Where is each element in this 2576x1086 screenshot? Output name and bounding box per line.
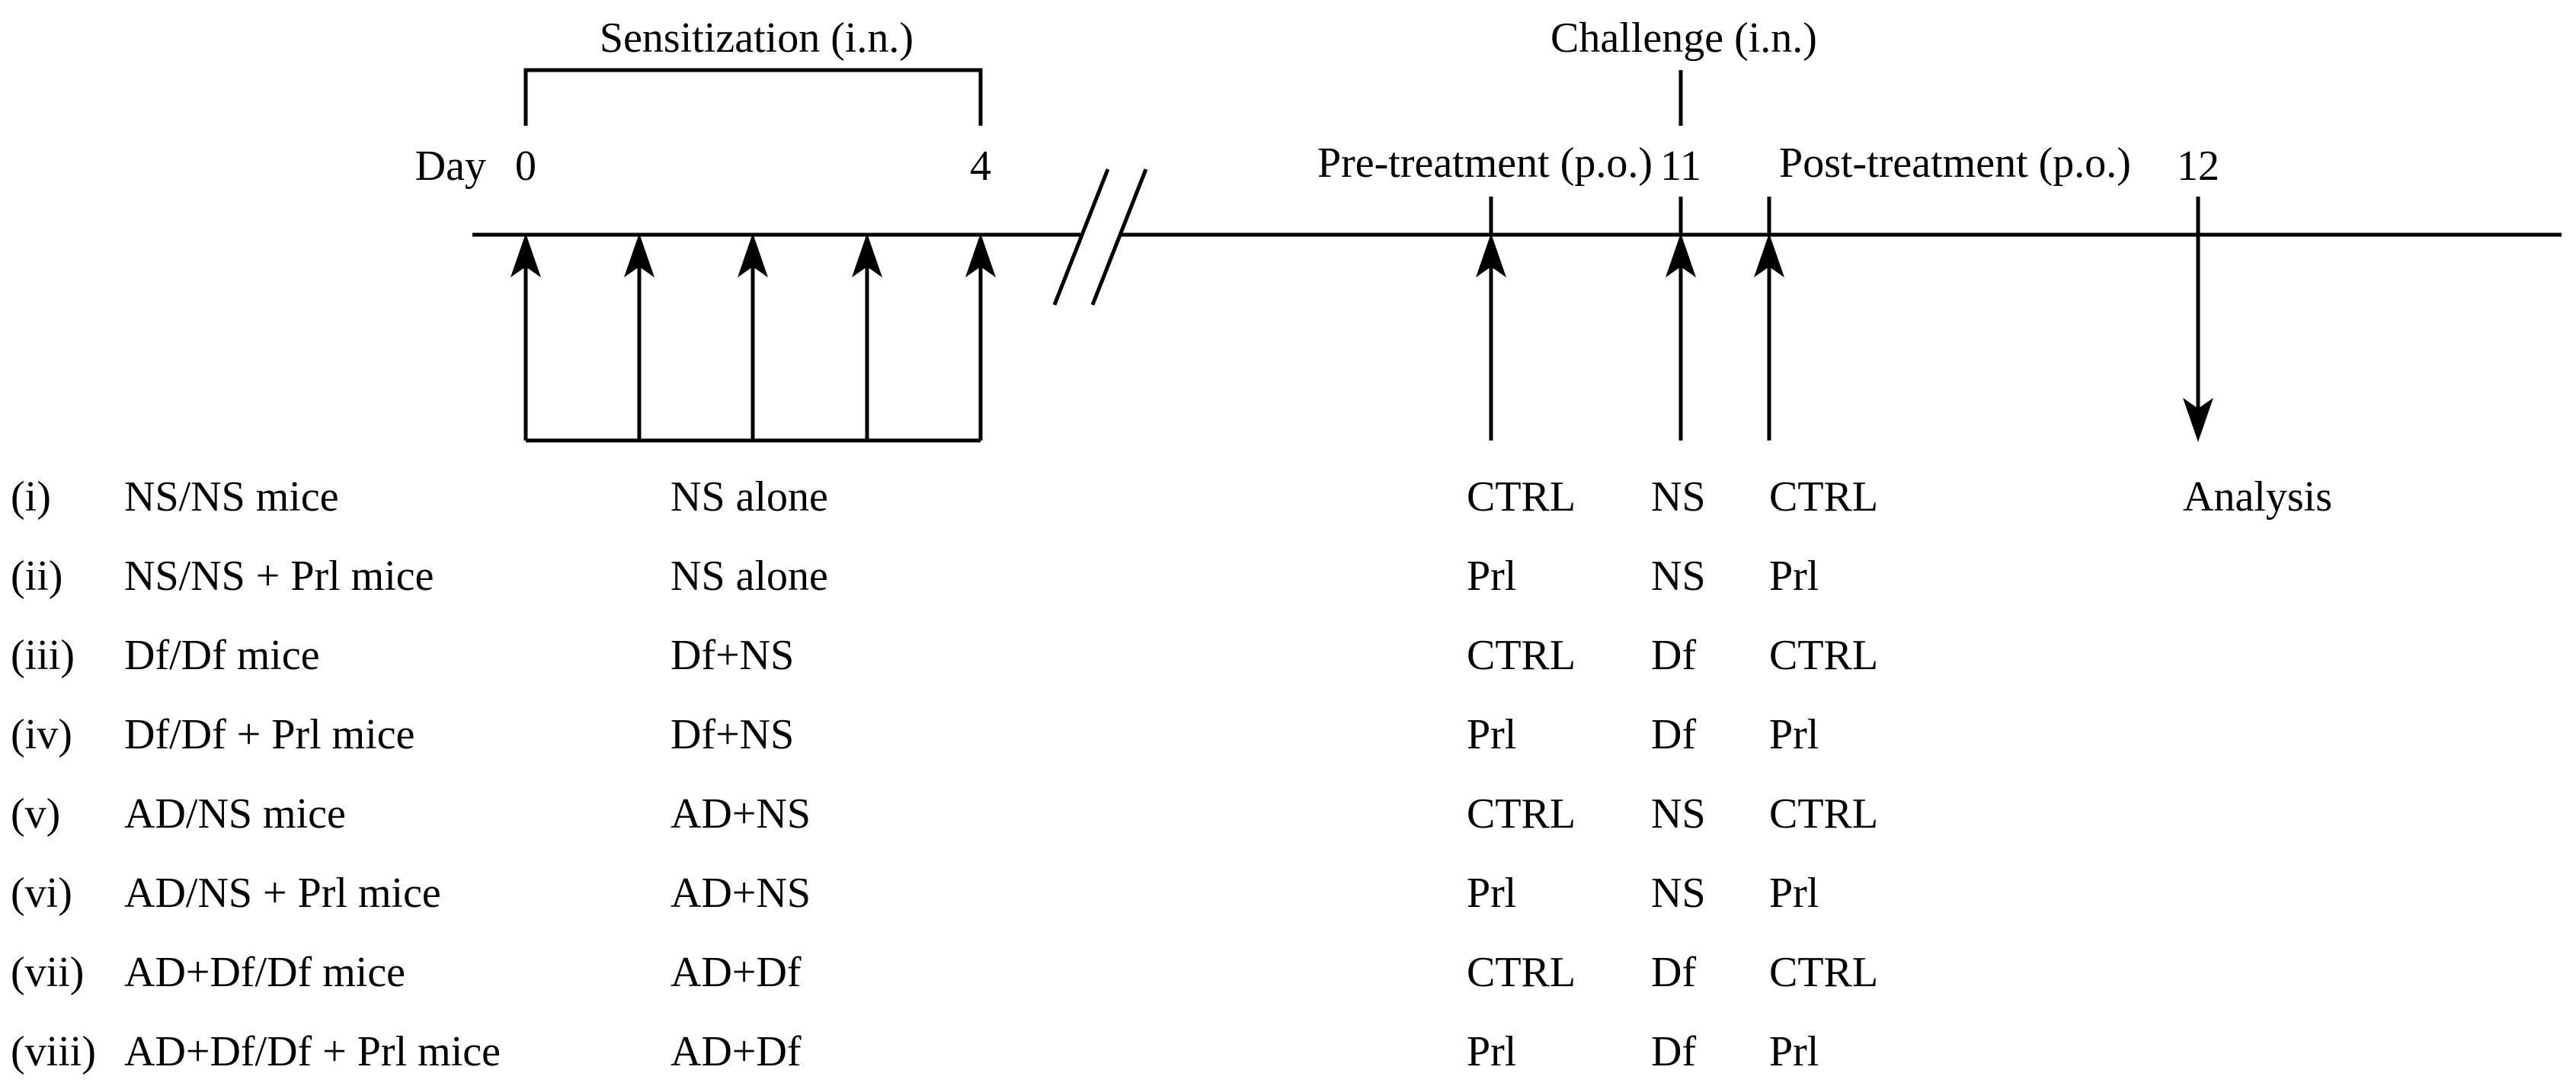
group-id: (i) (11, 473, 51, 521)
day-12-label: 12 (2177, 143, 2219, 190)
sensitization-arrow (965, 233, 996, 440)
axis-break-mark (1052, 168, 1110, 306)
challenge-label: Challenge (i.n.) (1550, 14, 1817, 62)
group-sensitization: Df+NS (670, 632, 794, 679)
group-id: (iii) (11, 632, 75, 679)
group-posttreatment: CTRL (1769, 949, 1878, 996)
pretreatment-arrow (1476, 197, 1506, 440)
group-name: AD/NS + Prl mice (124, 870, 441, 917)
sensitization-arrow (852, 233, 882, 440)
group-pretreatment: Prl (1467, 711, 1516, 758)
group-pretreatment: CTRL (1467, 949, 1576, 996)
group-posttreatment: Prl (1769, 870, 1819, 917)
group-posttreatment: Prl (1769, 1028, 1819, 1075)
group-id: (ii) (11, 553, 62, 600)
sensitization-label: Sensitization (i.n.) (600, 14, 914, 62)
group-challenge: NS (1651, 473, 1706, 521)
group-id: (vi) (11, 870, 72, 917)
group-name: NS/NS + Prl mice (124, 553, 434, 600)
day-0-label: 0 (515, 143, 536, 190)
group-challenge: NS (1651, 553, 1706, 600)
group-sensitization: NS alone (670, 553, 828, 600)
group-row: (ii) NS/NS + Prl mice NS alone Prl NS Pr… (11, 553, 1819, 600)
group-name: AD+Df/Df + Prl mice (124, 1028, 501, 1075)
group-name: AD/NS mice (124, 790, 346, 838)
analysis-label: Analysis (2183, 473, 2332, 521)
group-posttreatment: CTRL (1769, 790, 1878, 838)
group-sensitization: AD+Df (670, 949, 802, 996)
axis-break-mark (1090, 168, 1148, 306)
group-row: (v) AD/NS mice AD+NS CTRL NS CTRL (11, 790, 1878, 838)
challenge-arrow (1666, 197, 1696, 440)
group-sensitization: NS alone (670, 473, 828, 521)
group-row: (vi) AD/NS + Prl mice AD+NS Prl NS Prl (11, 870, 1819, 917)
group-challenge: NS (1651, 870, 1706, 917)
group-name: Df/Df + Prl mice (124, 711, 415, 758)
analysis-arrow (2183, 197, 2213, 442)
group-sensitization: AD+Df (670, 1028, 802, 1075)
group-pretreatment: CTRL (1467, 632, 1576, 679)
sensitization-arrow (510, 233, 541, 440)
group-sensitization: AD+NS (670, 870, 811, 917)
group-pretreatment: CTRL (1467, 790, 1576, 838)
group-row: (viii) AD+Df/Df + Prl mice AD+Df Prl Df … (11, 1028, 1819, 1075)
group-posttreatment: CTRL (1769, 473, 1878, 521)
group-challenge: Df (1651, 949, 1696, 996)
group-id: (vii) (11, 949, 84, 996)
group-challenge: Df (1651, 1028, 1696, 1075)
group-name: Df/Df mice (124, 632, 320, 679)
group-challenge: Df (1651, 632, 1696, 679)
group-row: (i) NS/NS mice NS alone CTRL NS CTRL (11, 473, 1878, 521)
sensitization-arrow (738, 233, 768, 440)
posttreatment-arrow (1754, 197, 1784, 440)
group-row: (vii) AD+Df/Df mice AD+Df CTRL Df CTRL (11, 949, 1878, 996)
day-4-label: 4 (970, 143, 991, 190)
group-id: (viii) (11, 1028, 96, 1075)
group-id: (iv) (11, 711, 72, 758)
pretreatment-label: Pre-treatment (p.o.) (1317, 139, 1653, 187)
group-id: (v) (11, 790, 60, 838)
group-challenge: NS (1651, 790, 1706, 838)
group-pretreatment: Prl (1467, 870, 1516, 917)
group-challenge: Df (1651, 711, 1696, 758)
posttreatment-label: Post-treatment (p.o.) (1779, 139, 2131, 187)
group-name: AD+Df/Df mice (124, 949, 405, 996)
group-row: (iii) Df/Df mice Df+NS CTRL Df CTRL (11, 632, 1878, 679)
group-sensitization: AD+NS (670, 790, 811, 838)
sensitization-bracket (523, 68, 983, 126)
group-sensitization: Df+NS (670, 711, 794, 758)
group-posttreatment: Prl (1769, 553, 1819, 600)
group-posttreatment: CTRL (1769, 632, 1878, 679)
sensitization-arrow (624, 233, 654, 440)
group-name: NS/NS mice (124, 473, 339, 521)
group-posttreatment: Prl (1769, 711, 1819, 758)
group-pretreatment: CTRL (1467, 473, 1576, 521)
group-pretreatment: Prl (1467, 1028, 1516, 1075)
day-label: Day (415, 143, 486, 190)
day-11-label: 11 (1660, 143, 1701, 190)
group-row: (iv) Df/Df + Prl mice Df+NS Prl Df Prl (11, 711, 1819, 758)
group-pretreatment: Prl (1467, 553, 1516, 600)
